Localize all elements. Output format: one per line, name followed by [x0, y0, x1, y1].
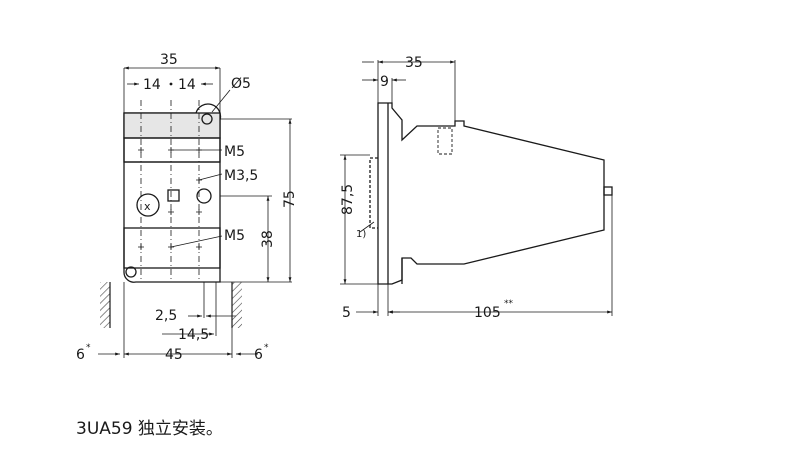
dim-2-5: 2,5	[155, 308, 177, 324]
front-top-band	[123, 112, 221, 139]
label-m35: M3,5	[224, 168, 258, 184]
dim-side-105: 105	[474, 305, 501, 321]
label-m5-upper: M5	[224, 144, 245, 160]
dim-6-left: 6	[76, 347, 85, 363]
side-knob	[603, 186, 613, 196]
label-m5-lower: M5	[224, 228, 245, 244]
dim-side-35: 35	[405, 55, 423, 71]
dim-side-87-5: 87,5	[340, 184, 356, 215]
dim-14-5: 14,5	[178, 327, 209, 343]
dim-top-35: 35	[160, 52, 178, 68]
dim-side-105-marker: **	[504, 299, 514, 309]
dim-14-left: 14	[143, 77, 161, 93]
adjust-square	[167, 189, 180, 202]
wall-right-hatch	[232, 282, 242, 328]
footnote-ref: 1)	[356, 229, 366, 240]
wall-left-hatch	[100, 282, 110, 328]
dim-side-5: 5	[342, 305, 351, 321]
reset-button	[196, 188, 212, 204]
side-mounting-plate	[377, 102, 605, 285]
terminal-mark: x	[144, 200, 151, 213]
mounting-hole-bottom	[125, 266, 137, 278]
front-lower-band	[123, 227, 221, 269]
dim-14-right: 14	[178, 77, 196, 93]
side-view	[340, 60, 613, 316]
dim-38: 38	[260, 230, 276, 248]
mounting-hole-top	[201, 113, 213, 125]
dim-75: 75	[282, 190, 298, 208]
dim-6-left-marker: *	[86, 343, 91, 353]
dim-side-9: 9	[380, 74, 389, 90]
dim-6-right: 6	[254, 347, 263, 363]
dim-45: 45	[165, 347, 183, 363]
dim-hole: Ø5	[231, 76, 251, 92]
front-view	[98, 66, 292, 358]
caption: 3UA59 独立安装。	[76, 419, 223, 439]
terminal-x	[136, 193, 160, 217]
dim-6-right-marker: *	[264, 343, 269, 353]
